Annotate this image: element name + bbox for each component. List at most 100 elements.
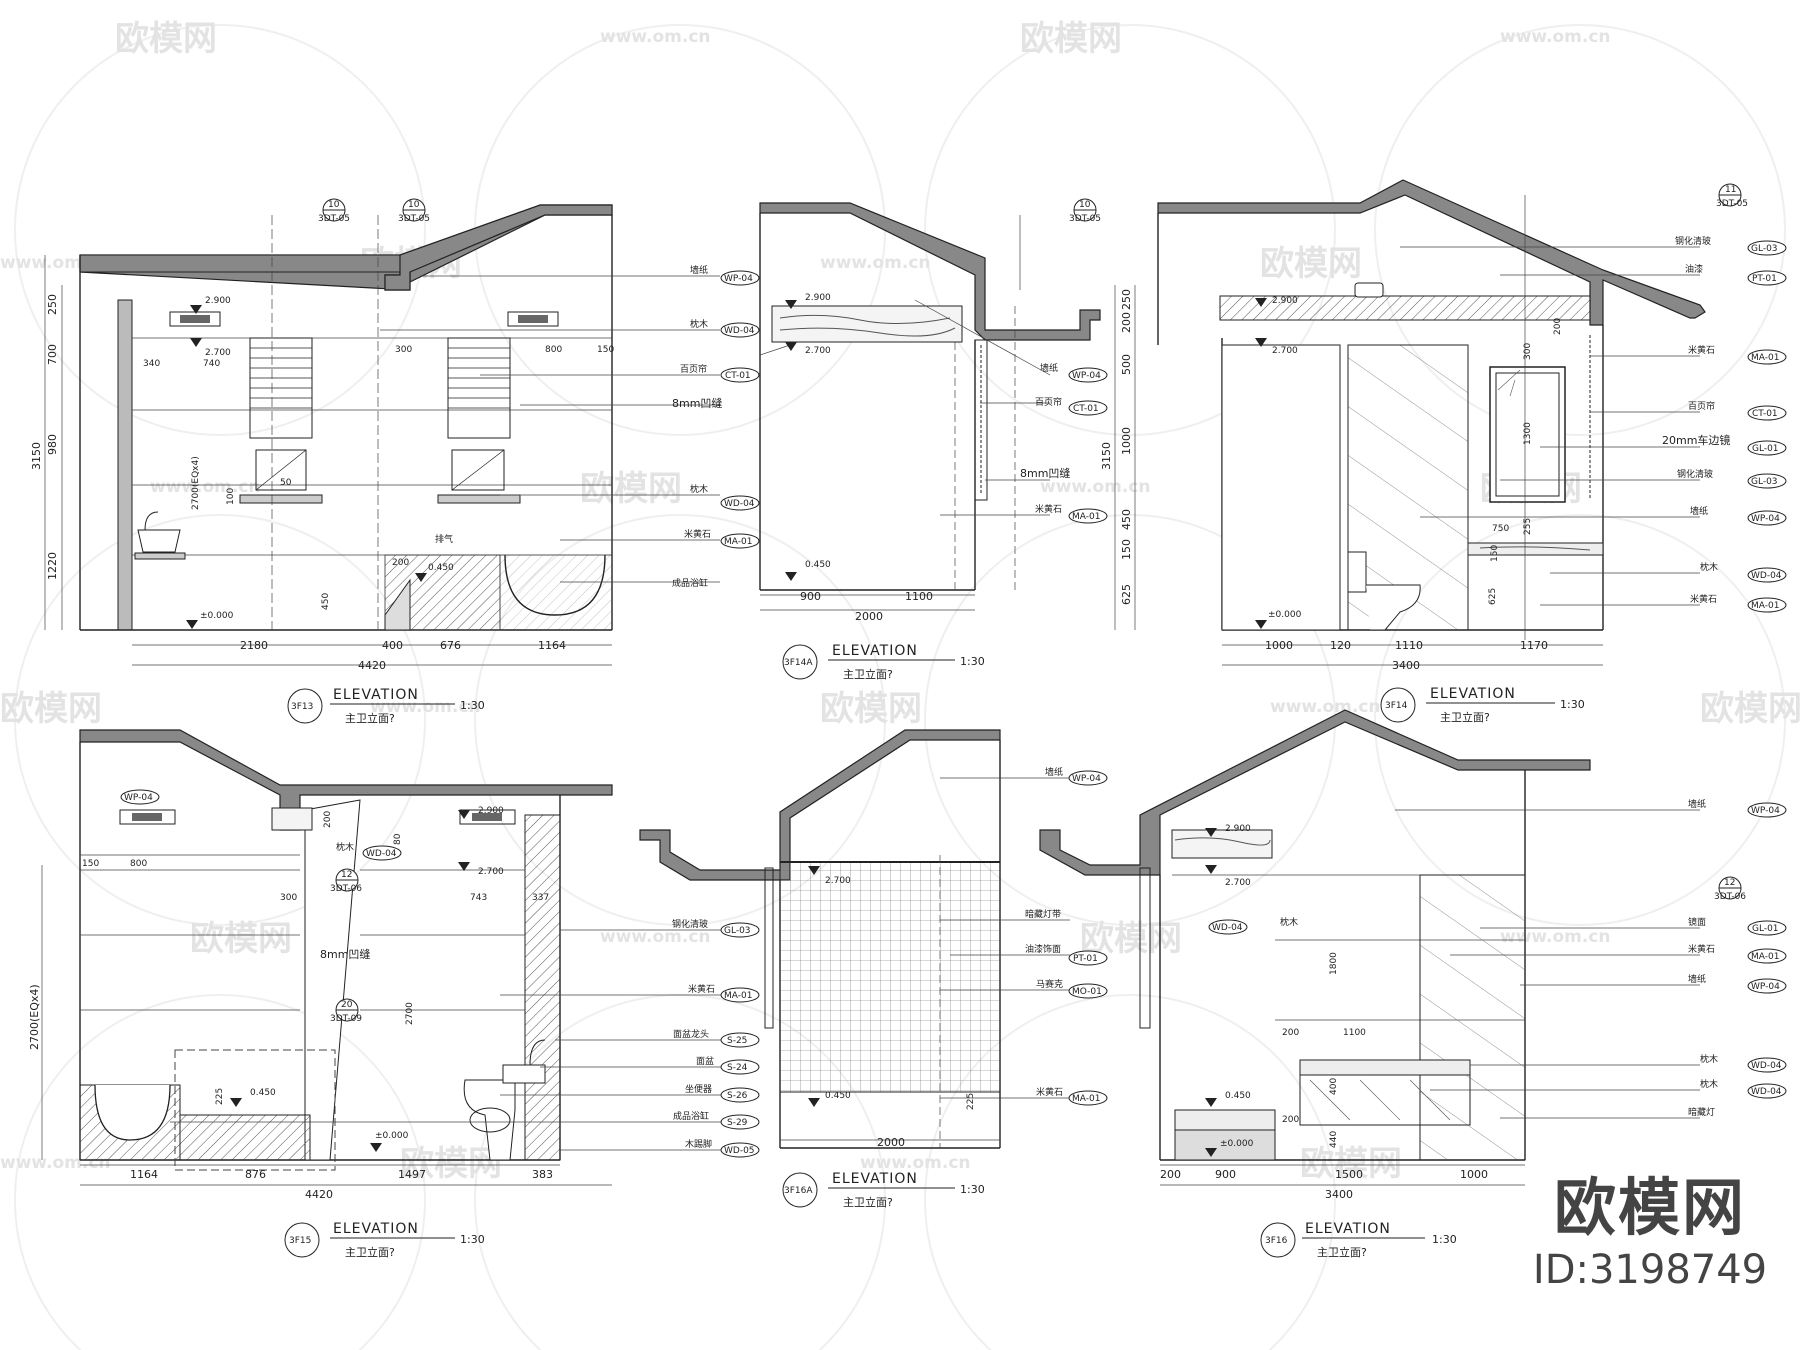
step	[1174, 1109, 1276, 1161]
material-label: 枕木	[1700, 1078, 1718, 1090]
material-code: WP-04	[1072, 371, 1101, 381]
dimension: 120	[1330, 639, 1351, 652]
dimension: 300	[1523, 343, 1533, 360]
dimension: 743	[470, 893, 487, 903]
ceiling-slab	[79, 254, 411, 273]
elevation-title: ELEVATION	[1305, 1221, 1391, 1237]
brand-id: ID:3198749	[1532, 1247, 1768, 1293]
watermark-logo: 欧模网	[1260, 244, 1362, 284]
dimension: 3400	[1392, 659, 1420, 672]
elevation-3f16a: 2.700 0.450 225 2000 墙纸 暗藏灯带 油漆饰面 马赛克 米黄…	[639, 729, 1108, 1209]
dimension: 876	[245, 1168, 266, 1181]
level-marker	[1205, 1098, 1217, 1107]
material-label: 面盆龙头	[673, 1028, 709, 1040]
light-fixture	[119, 809, 176, 825]
material-label: 枕木	[1700, 561, 1718, 573]
material-code: S-25	[727, 1036, 747, 1046]
wood-beam	[771, 305, 963, 343]
vanity-counter	[1299, 1059, 1471, 1076]
reference-number: 12	[341, 870, 352, 880]
level-label: 2.900	[205, 296, 231, 306]
watermark-logo: 欧模网	[0, 689, 102, 729]
level-label: 2.700	[478, 867, 504, 877]
material-label: 墙纸	[1040, 362, 1058, 374]
material-code: GL-03	[1751, 244, 1778, 254]
reference-sheet: 3DT-05	[1069, 214, 1101, 224]
level-marker	[785, 342, 797, 351]
level-label: 2.900	[1272, 296, 1298, 306]
brand-logo: 欧模网	[1553, 1171, 1746, 1244]
level-label: 0.450	[428, 563, 454, 573]
dimension: 337	[532, 893, 549, 903]
level-label: ±0.000	[1220, 1139, 1254, 1149]
toilet	[1347, 551, 1421, 631]
dimension: 1164	[130, 1168, 158, 1181]
dimension: 1000	[1265, 639, 1293, 652]
dimension: 150	[1490, 545, 1500, 562]
material-label: 枕木	[1280, 916, 1298, 928]
door-jamb	[1221, 344, 1341, 631]
dimension: 1100	[905, 590, 933, 603]
dimension: 383	[532, 1168, 553, 1181]
material-code: MA-01	[724, 991, 752, 1001]
elevation-3f14: 2.900 2.700 ±0.000 11 3DT-05 1000 120 11…	[1100, 179, 1787, 724]
material-code: MA-01	[1072, 512, 1100, 522]
title-bubble	[284, 1222, 320, 1258]
mirror-cabinet	[1489, 366, 1566, 503]
level-label: 2.700	[1225, 878, 1251, 888]
dimension: 1164	[538, 639, 566, 652]
reference-number: 10	[1079, 200, 1091, 210]
vanity-cabinet	[1299, 1074, 1471, 1126]
watermark-url: www.om.cn	[1500, 27, 1611, 47]
material-code: GL-03	[1751, 477, 1778, 487]
brand-watermark: 欧模网 ID:3198749	[1515, 1172, 1785, 1296]
dimension: 4420	[305, 1188, 333, 1201]
material-label: 8mm凹缝	[1020, 466, 1070, 480]
material-code: WP-04	[1751, 806, 1780, 816]
reference-number: 20	[341, 1000, 353, 1010]
reference-number: 10	[408, 200, 420, 210]
material-code: WP-04	[1072, 774, 1101, 784]
material-code: WD-04	[366, 849, 397, 859]
material-label: 墙纸	[1690, 505, 1708, 517]
elevation-3f16: 2.900 2.700 0.450 ±0.000 12 3DT-06 200 9…	[1039, 709, 1787, 1259]
dimension: 740	[203, 359, 220, 369]
material-label: 米黄石	[1688, 943, 1715, 955]
watermark-url: www.om.cn	[1040, 477, 1151, 497]
dimension: 900	[1215, 1168, 1236, 1181]
material-code: CT-01	[1752, 409, 1778, 419]
level-label: 2.900	[805, 293, 831, 303]
roof-section	[1157, 179, 1706, 326]
level-marker	[370, 1143, 382, 1152]
dimension: 3150	[30, 442, 43, 470]
dimension: 80	[393, 833, 403, 845]
material-label: 暗藏灯	[1688, 1106, 1715, 1118]
elevation-title: ELEVATION	[832, 643, 918, 659]
level-marker	[1205, 865, 1217, 874]
wash-basin	[134, 511, 186, 560]
toilet	[463, 1079, 516, 1161]
watermark-url: www.om.cn	[1270, 697, 1381, 717]
level-marker	[1255, 298, 1267, 307]
dimension: 3150	[1100, 442, 1113, 470]
dimension: 1110	[1395, 639, 1423, 652]
annotation: 排气	[435, 533, 453, 545]
material-label: 枕木	[1700, 1053, 1718, 1065]
roof-section	[759, 202, 1101, 341]
dimension: 400	[382, 639, 403, 652]
material-code: MA-01	[1751, 601, 1779, 611]
material-label: 米黄石	[1035, 503, 1062, 515]
level-label: 2.700	[205, 348, 231, 358]
dimension: 200	[1282, 1028, 1299, 1038]
dimension: 450	[1120, 509, 1133, 530]
dimension: 2700(EQx4)	[28, 984, 41, 1050]
ceiling-band	[1219, 295, 1591, 321]
dimension: 625	[1120, 584, 1133, 605]
elevation-tag: 3F15	[289, 1236, 311, 1246]
level-marker	[458, 810, 470, 819]
blind-window-right	[437, 337, 521, 504]
material-label: 枕木	[690, 318, 708, 330]
title-bubble	[287, 688, 323, 724]
material-label: 百页帘	[1688, 400, 1715, 412]
